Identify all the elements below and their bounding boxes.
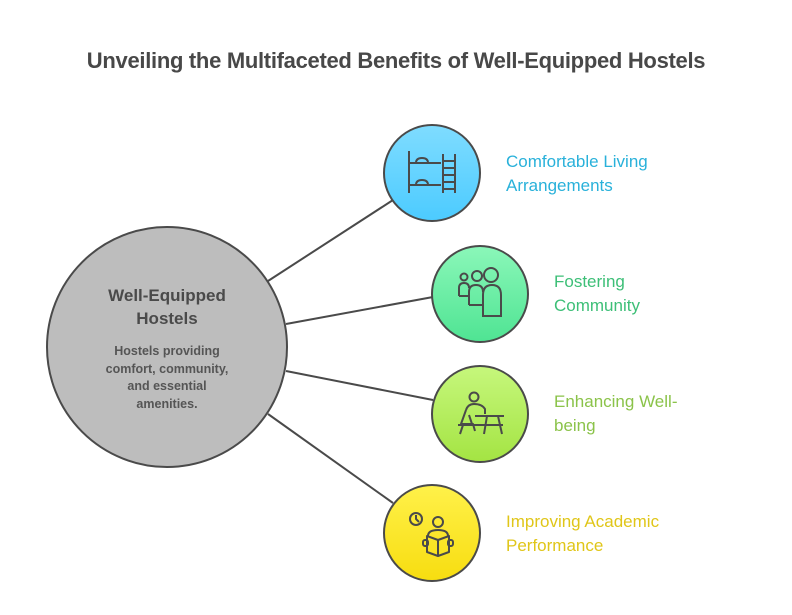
node-circle-academic-performance[interactable] <box>383 484 481 582</box>
connector-line-2 <box>285 296 434 325</box>
node-label-comfortable-living: Comfortable Living Arrangements <box>506 150 648 198</box>
person-at-desk-icon <box>458 391 504 435</box>
hub-description-line: comfort, community, <box>105 361 229 376</box>
node-circle-fostering-community[interactable] <box>431 245 529 343</box>
connector-line-1 <box>267 199 394 282</box>
hub-title-line-2: Hostels <box>136 309 198 328</box>
hub-title: Well-Equipped Hostels <box>77 284 257 330</box>
node-label-line: Community <box>554 296 640 315</box>
bunk-bed-icon <box>408 151 456 193</box>
node-label-line: being <box>554 416 596 435</box>
hub-title-line-1: Well-Equipped <box>108 286 226 305</box>
connector-line-3 <box>285 370 434 401</box>
node-label-line: Arrangements <box>506 176 613 195</box>
node-label-line: Improving Academic <box>506 512 660 531</box>
node-label-line: Comfortable Living <box>506 152 648 171</box>
node-label-fostering-community: Fostering Community <box>554 270 640 318</box>
hub-description-line: and essential <box>127 379 207 393</box>
hub-description-line: amenities. <box>136 396 198 411</box>
node-label-academic-performance: Improving Academic Performance <box>506 510 659 558</box>
student-reading-clock-icon <box>409 512 454 557</box>
node-circle-enhancing-wellbeing[interactable] <box>431 365 529 463</box>
community-group-icon <box>458 267 502 317</box>
node-circle-comfortable-living[interactable] <box>383 124 481 222</box>
node-label-line: Enhancing Well- <box>554 392 678 411</box>
node-label-line: Fostering <box>554 272 625 291</box>
hub-description: Hostels providing comfort, community, an… <box>77 343 257 413</box>
connector-line-4 <box>267 413 394 504</box>
hub-circle <box>46 226 288 468</box>
hub-description-line: Hostels providing <box>114 344 220 358</box>
diagram-title: Unveiling the Multifaceted Benefits of W… <box>86 48 706 73</box>
node-label-line: Performance <box>506 536 604 555</box>
node-label-enhancing-wellbeing: Enhancing Well- being <box>554 390 677 438</box>
